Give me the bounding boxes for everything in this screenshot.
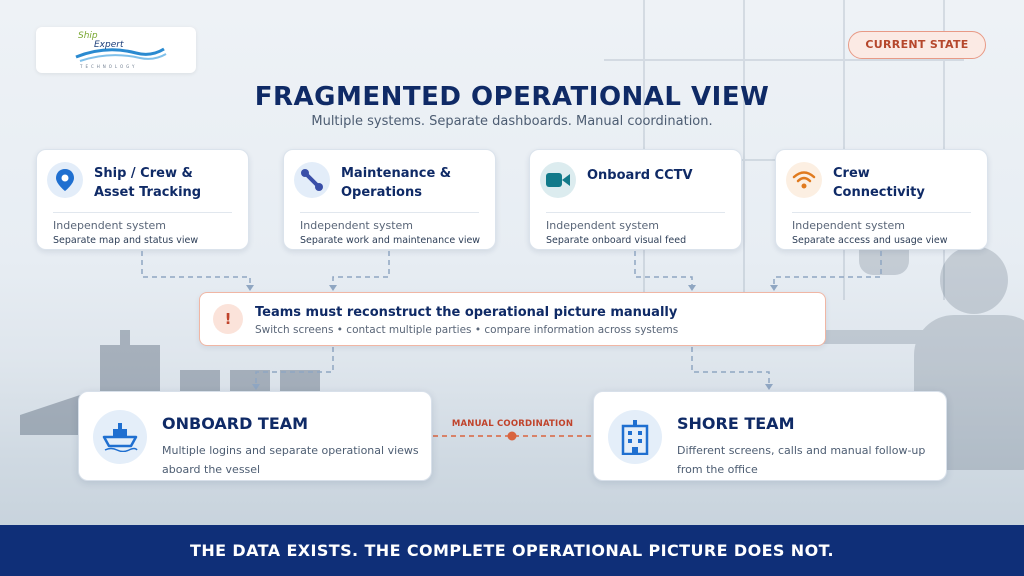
system-kind: Independent system — [546, 219, 659, 232]
video-camera-icon — [540, 162, 576, 198]
shore-team-card: SHORE TEAM Different screens, calls and … — [593, 391, 947, 481]
team-description: Different screens, calls and manual foll… — [677, 444, 926, 476]
system-kind: Independent system — [53, 219, 166, 232]
divider — [546, 212, 725, 213]
system-description: Separate work and maintenance view — [300, 235, 481, 246]
logo-wave-icon — [75, 47, 167, 62]
system-description: Separate access and usage view — [792, 235, 948, 246]
callout-heading: Teams must reconstruct the operational p… — [255, 305, 678, 320]
manual-reconstruction-callout: ! Teams must reconstruct the operational… — [199, 292, 826, 346]
team-name: ONBOARD TEAM — [162, 414, 309, 433]
footer-banner: THE DATA EXISTS. THE COMPLETE OPERATIONA… — [0, 525, 1024, 576]
team-description: Multiple logins and separate operational… — [162, 444, 419, 476]
onboard-team-card: ONBOARD TEAM Multiple logins and separat… — [78, 391, 432, 481]
logo-text-expert: Expert — [94, 40, 124, 50]
system-name: Maintenance &Operations — [341, 166, 452, 200]
system-card-cctv: Onboard CCTV Independent system Separate… — [529, 149, 742, 250]
alert-icon: ! — [213, 304, 243, 334]
office-building-icon — [608, 410, 662, 464]
wrench-icon — [294, 162, 330, 198]
system-kind: Independent system — [300, 219, 413, 232]
current-state-badge: CURRENT STATE — [848, 31, 986, 59]
system-card-maintenance: Maintenance &Operations Independent syst… — [283, 149, 496, 250]
wifi-icon — [786, 162, 822, 198]
system-description: Separate map and status view — [53, 235, 199, 246]
callout-subtext: Switch screens • contact multiple partie… — [255, 324, 679, 336]
system-description: Separate onboard visual feed — [546, 235, 687, 246]
divider — [300, 212, 479, 213]
system-card-tracking: Ship / Crew &Asset Tracking Independent … — [36, 149, 249, 250]
company-logo: Ship Expert TECHNOLOGY — [36, 27, 196, 73]
page-title: FRAGMENTED OPERATIONAL VIEW — [254, 82, 770, 112]
team-name: SHORE TEAM — [677, 414, 795, 433]
page-subtitle: Multiple systems. Separate dashboards. M… — [311, 114, 713, 129]
logo-text-technology: TECHNOLOGY — [80, 64, 138, 69]
system-kind: Independent system — [792, 219, 905, 232]
system-name: Ship / Crew &Asset Tracking — [94, 166, 202, 200]
divider — [792, 212, 971, 213]
manual-coordination-label: MANUAL COORDINATION — [451, 419, 574, 429]
location-pin-icon — [47, 162, 83, 198]
divider — [53, 212, 232, 213]
system-name: Onboard CCTV — [587, 168, 693, 183]
logo-text-ship: Ship — [78, 31, 98, 41]
ship-icon — [93, 410, 147, 464]
